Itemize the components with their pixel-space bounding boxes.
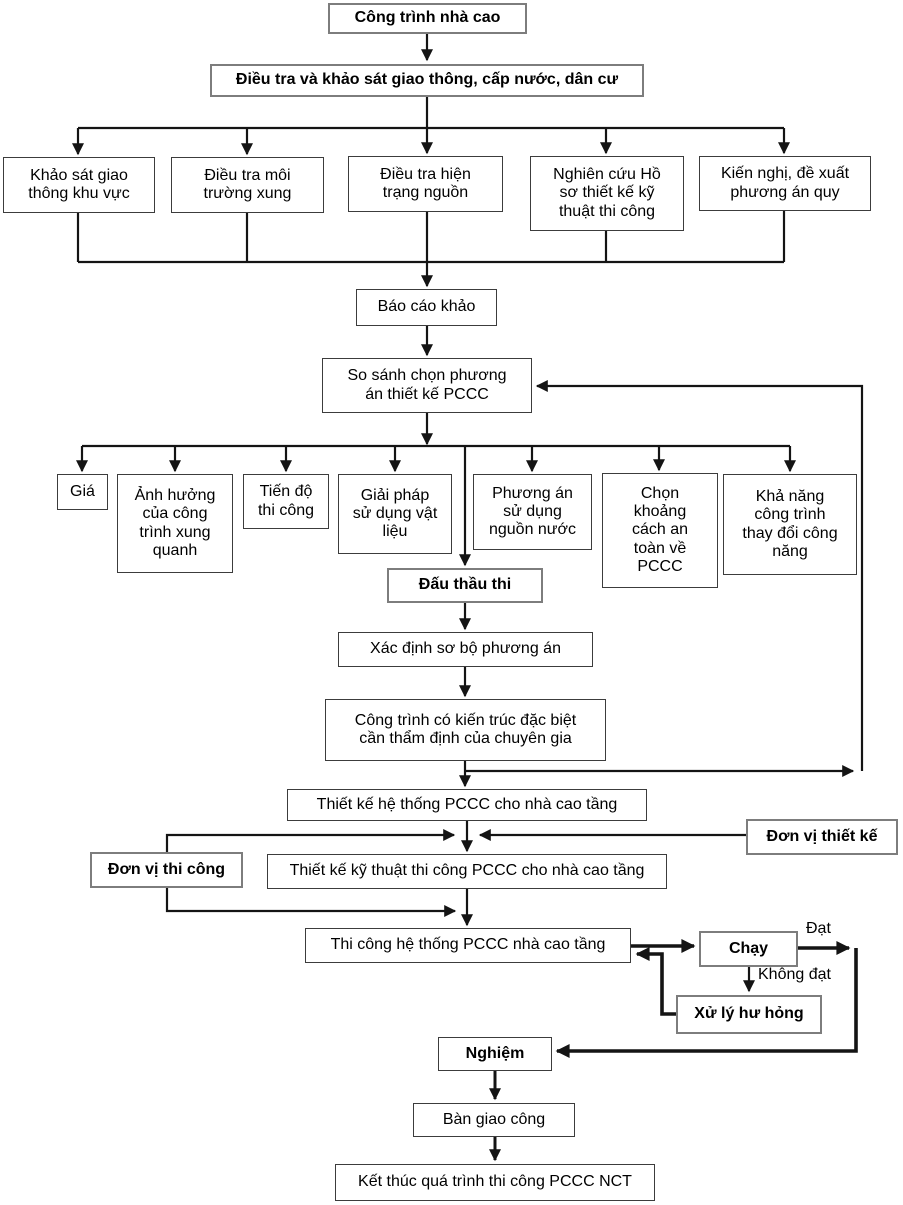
- node-xac-dinh: Xác định sơ bộ phương án: [338, 632, 593, 667]
- node-anh-huong: Ảnh hưởng của công trình xung quanh: [117, 474, 233, 573]
- node-chay: Chạy: [699, 931, 798, 967]
- node-dau-thau: Đấu thầu thi: [387, 568, 543, 603]
- node-dieu-tra-hien-trang: Điều tra hiện trạng nguồn: [348, 156, 503, 212]
- node-cong-trinh-kien-truc: Công trình có kiến trúc đặc biệt cần thẩ…: [325, 699, 606, 761]
- node-giai-phap: Giải pháp sử dụng vật liệu: [338, 474, 452, 554]
- node-gia: Giá: [57, 474, 108, 510]
- node-ket-thuc: Kết thúc quá trình thi công PCCC NCT: [335, 1164, 655, 1201]
- node-nghiem: Nghiệm: [438, 1037, 552, 1071]
- node-thi-cong: Thi công hệ thống PCCC nhà cao tầng: [305, 928, 631, 963]
- node-khao-sat-giao-thong: Khảo sát giao thông khu vực: [3, 157, 155, 213]
- node-nghien-cuu-ho-so: Nghiên cứu Hồ sơ thiết kế kỹ thuật thi c…: [530, 156, 684, 231]
- node-survey: Điều tra và khảo sát giao thông, cấp nướ…: [210, 64, 644, 97]
- node-dieu-tra-moi-truong: Điều tra môi trường xung: [171, 157, 324, 213]
- node-chon-khoang-cach: Chọn khoảng cách an toàn về PCCC: [602, 473, 718, 588]
- node-thiet-ke-ky-thuat: Thiết kế kỹ thuật thi công PCCC cho nhà …: [267, 854, 667, 889]
- node-so-sanh: So sánh chọn phương án thiết kế PCCC: [322, 358, 532, 413]
- edge-label-dat: Đạt: [806, 920, 831, 937]
- node-don-vi-thiet-ke: Đơn vị thiết kế: [746, 819, 898, 855]
- node-tien-do: Tiến độ thi công: [243, 474, 329, 529]
- node-bao-cao: Báo cáo khảo: [356, 289, 497, 326]
- node-kha-nang: Khả năng công trình thay đổi công năng: [723, 474, 857, 575]
- node-ban-giao: Bàn giao công: [413, 1103, 575, 1137]
- node-thiet-ke-he-thong: Thiết kế hệ thống PCCC cho nhà cao tầng: [287, 789, 647, 821]
- node-don-vi-thi-cong: Đơn vị thi công: [90, 852, 243, 888]
- edge-label-khong-dat: Không đạt: [758, 966, 831, 983]
- node-kien-nghi: Kiến nghị, đề xuất phương án quy: [699, 156, 871, 211]
- node-xu-ly: Xử lý hư hỏng: [676, 995, 822, 1034]
- node-start: Công trình nhà cao: [328, 3, 527, 34]
- node-phuong-an-nuoc: Phương án sử dụng nguồn nước: [473, 474, 592, 550]
